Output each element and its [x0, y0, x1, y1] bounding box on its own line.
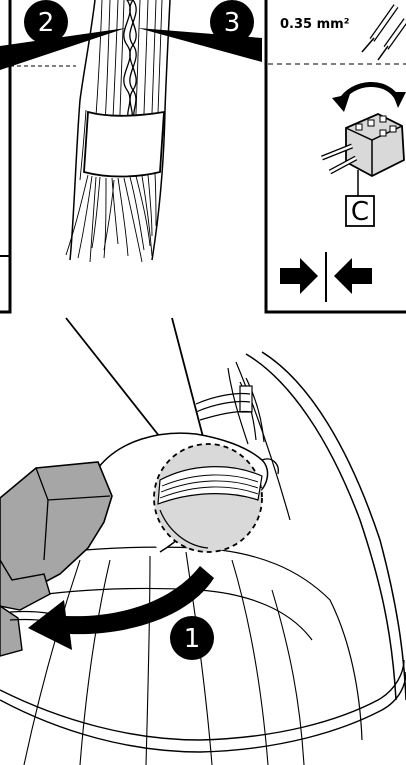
wire-size-label: 0.35 mm²	[280, 17, 349, 32]
connector-detail-panel: 0.35 mm²	[266, 0, 406, 312]
step-1-number: 1	[184, 624, 201, 654]
wire-ends-icon	[362, 6, 406, 60]
step-badge-2: 2	[24, 0, 68, 44]
step-2-number: 2	[38, 8, 55, 38]
splice-connector-icon	[322, 84, 406, 196]
splayed-wire-ends	[66, 174, 156, 262]
twisted-wire-pair	[124, 0, 136, 118]
push-together-icon	[280, 252, 372, 302]
step-3-number: 3	[224, 8, 241, 38]
step-badge-3: 3	[210, 0, 254, 44]
arrow-right-icon	[280, 258, 318, 294]
connector-label-box: C	[346, 196, 374, 227]
arrow-left-icon	[334, 258, 372, 294]
step-badge-1: 1	[170, 616, 214, 660]
magnified-area	[154, 444, 262, 552]
rotate-arrow	[340, 84, 398, 102]
connector-label-c: C	[351, 197, 369, 227]
tape-band	[84, 112, 164, 177]
wire-bundle-detail: 2 3	[0, 0, 262, 312]
